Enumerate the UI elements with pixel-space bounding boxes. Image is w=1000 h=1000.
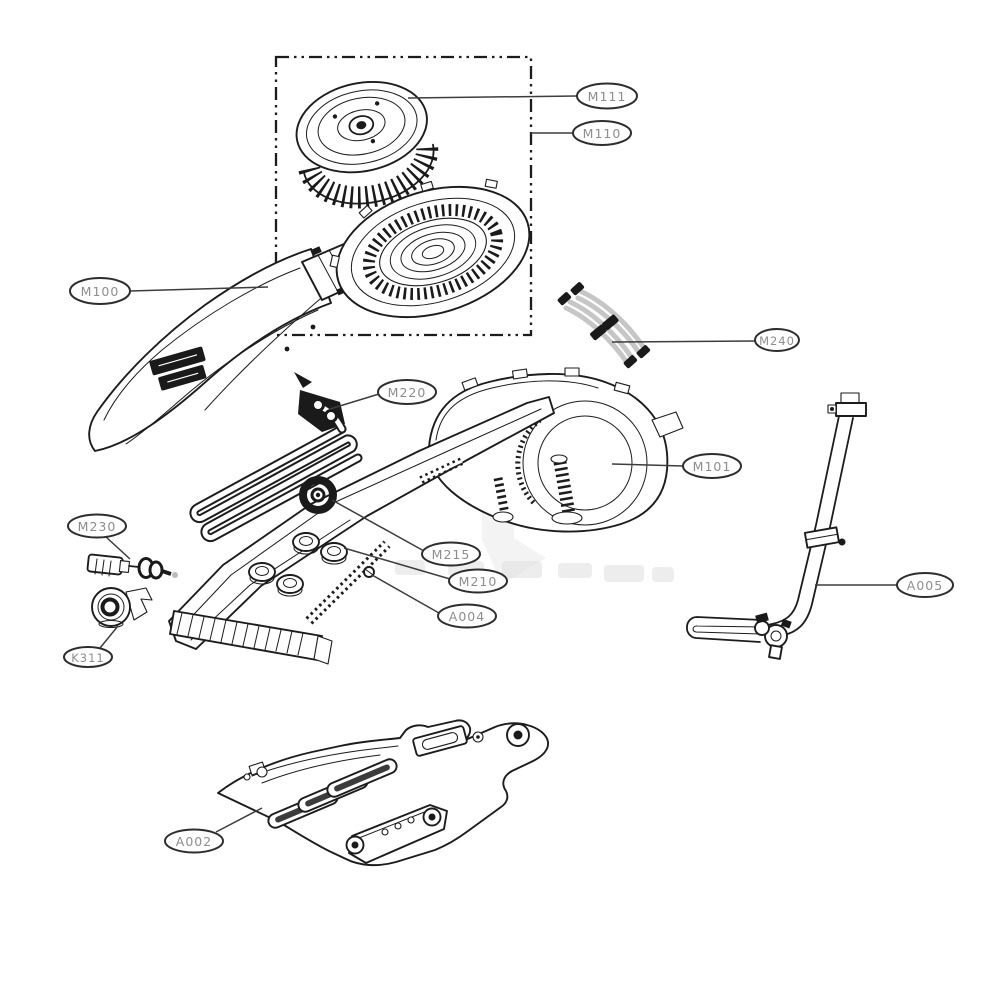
duct-assembly-drawing xyxy=(168,396,555,665)
leader-line-m230 xyxy=(105,536,131,560)
callout-oval-m111 xyxy=(576,82,638,110)
leader-line-m111 xyxy=(407,95,578,99)
callout-label-m100: M100 xyxy=(81,284,120,299)
callout-oval-a002 xyxy=(164,828,224,854)
twist-knobs xyxy=(248,532,348,597)
leader-line-m210 xyxy=(343,547,451,580)
thermistor-drawing xyxy=(86,553,178,580)
leader-line-m101 xyxy=(611,463,684,467)
callout-oval-m110 xyxy=(572,120,632,146)
duct-warning-label xyxy=(149,346,207,391)
leader-line-m215 xyxy=(331,499,425,552)
callout-label-m110: M110 xyxy=(583,126,622,141)
callout-oval-m210 xyxy=(448,568,508,594)
callout-m100: M100 xyxy=(69,277,269,305)
callout-label-m101: M101 xyxy=(693,459,732,474)
callout-oval-k311 xyxy=(63,646,113,668)
callout-m101: M101 xyxy=(611,453,742,479)
leader-line-m100 xyxy=(129,286,269,292)
leader-line-m240 xyxy=(611,340,756,343)
callout-k311: K311 xyxy=(63,625,119,668)
callout-label-m240: M240 xyxy=(759,334,795,348)
callout-oval-a005 xyxy=(896,572,954,598)
base-plate-drawing xyxy=(217,719,549,867)
callout-m111: M111 xyxy=(407,82,638,110)
louver-grill xyxy=(169,610,333,665)
callout-label-a004: A004 xyxy=(449,609,485,624)
air-duct-drawing xyxy=(88,248,353,452)
callout-label-m111: M111 xyxy=(588,89,627,104)
callout-oval-m230 xyxy=(67,513,127,539)
callout-oval-m220 xyxy=(377,379,437,405)
leader-line-a002 xyxy=(215,807,263,833)
thermostat-drawing xyxy=(91,587,153,628)
fan-housing-legs xyxy=(492,454,583,525)
callout-oval-m240 xyxy=(754,328,800,352)
callout-oval-m101 xyxy=(682,453,742,479)
grommet-drawing xyxy=(299,476,337,514)
callout-m210: M210 xyxy=(343,547,508,594)
callout-m240: M240 xyxy=(611,328,800,352)
callout-oval-m215 xyxy=(421,541,481,567)
callout-oval-m100 xyxy=(69,277,131,305)
steam-pipe-drawing xyxy=(686,392,867,660)
callout-a004: A004 xyxy=(371,574,497,629)
assembly-boundary-box xyxy=(274,55,533,337)
hose-clamps-drawing xyxy=(557,282,651,369)
leader-line-k311 xyxy=(99,625,119,649)
leader-line-m220 xyxy=(329,393,380,410)
callout-label-a002: A002 xyxy=(176,834,212,849)
fan-housing-drawing xyxy=(428,367,684,533)
callout-a002: A002 xyxy=(164,807,263,854)
callout-m220: M220 xyxy=(329,379,437,410)
screw-drawing xyxy=(363,566,375,578)
callout-label-m220: M220 xyxy=(388,385,427,400)
callout-m215: M215 xyxy=(331,499,481,567)
callout-oval-a004 xyxy=(437,603,497,629)
callout-label-m215: M215 xyxy=(432,547,471,562)
callout-label-a005: A005 xyxy=(907,578,943,593)
callout-label-m230: M230 xyxy=(78,519,117,534)
callout-m230: M230 xyxy=(67,513,131,560)
blower-wheel-drawing xyxy=(295,81,439,209)
leader-line-a004 xyxy=(371,574,440,614)
pipe-valve-cluster xyxy=(754,612,792,660)
callout-m110: M110 xyxy=(531,120,632,146)
heater-element-drawing xyxy=(189,372,363,543)
blower-housing-drawing xyxy=(329,178,531,319)
callout-label-k311: K311 xyxy=(71,651,105,665)
callout-a005: A005 xyxy=(815,572,954,598)
callout-label-m210: M210 xyxy=(459,574,498,589)
